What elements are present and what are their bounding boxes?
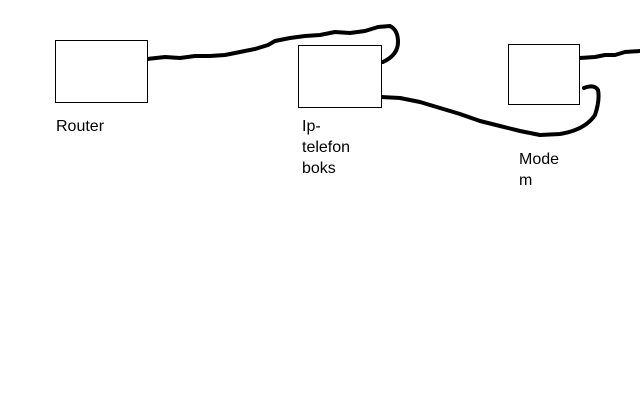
ip-phone-box [298, 45, 382, 108]
cable-ip-box-to-modem [379, 84, 601, 137]
cable-router-to-ip-box [145, 24, 400, 64]
modem-label-line: m [519, 172, 533, 189]
ip-phone-box-label-line: telefon [302, 139, 351, 156]
ip-phone-box-label: Ip- telefon boks [302, 116, 350, 179]
ip-phone-box-label-line: Ip- [302, 118, 321, 135]
modem-label-line: Mode [519, 151, 560, 168]
cable-modem-out [578, 49, 640, 60]
modem-box [508, 44, 580, 105]
ip-phone-box-label-line: boks [302, 160, 336, 177]
router-box [55, 40, 148, 103]
router-label: Router [56, 118, 105, 135]
modem-label: Mode m [519, 149, 559, 191]
